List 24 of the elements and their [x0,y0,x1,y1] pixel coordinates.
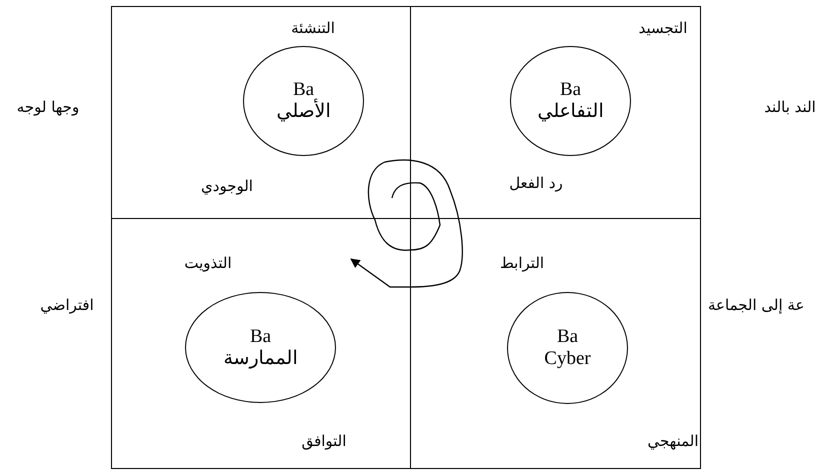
circle-subtitle: الممارسة [224,348,298,370]
circle-title: Ba [556,326,578,348]
quadrant-label: التجسيد [638,19,688,37]
axis-label: افتراضي [40,296,94,314]
quadrant-label: التنشئة [291,19,335,37]
quadrant-cell [111,218,411,469]
quadrant-cell [410,6,701,219]
quadrant-label: الترابط [500,254,544,272]
circle-subtitle: التفاعلي [538,101,604,123]
axis-label: وجها لوجه [16,98,80,116]
axis-label: الند بالند [764,98,816,116]
circle-title: Ba [560,79,582,101]
quadrant-label: التوافق [302,432,346,450]
quadrant-cell [111,6,411,219]
quadrant-label: الوجودي [201,177,253,195]
quadrant-label: رد الفعل [509,174,563,192]
quadrant-label: التذويت [184,254,232,272]
circle-title: Ba [250,326,272,348]
circle-subtitle: Cyber [544,348,591,370]
quadrant-cell [410,218,701,469]
circle-subtitle: الأصلي [276,101,330,123]
quadrant-label: المنهجي [647,432,699,450]
circle-title: Ba [292,79,314,100]
axis-label: عة إلى الجماعة [708,296,804,314]
